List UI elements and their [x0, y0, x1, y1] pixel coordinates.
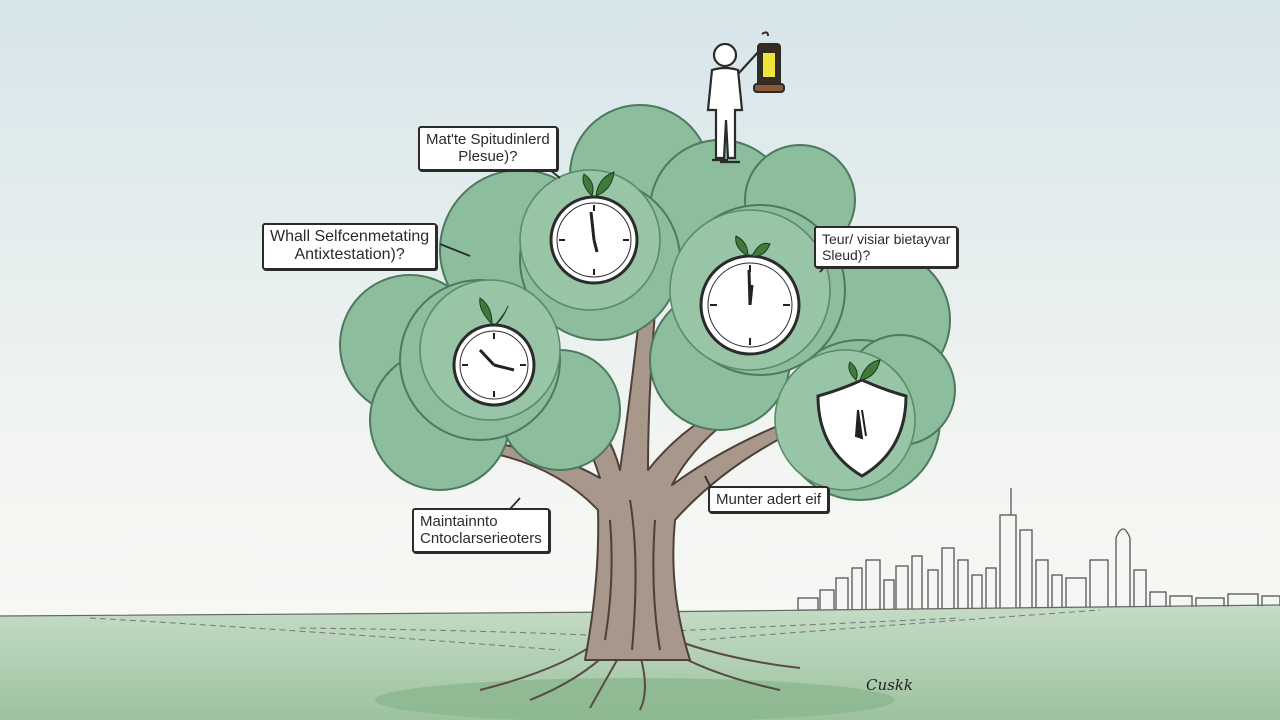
clock-icon — [452, 323, 536, 407]
road-lines — [89, 609, 1101, 651]
clock-icon — [699, 254, 801, 356]
callout-left: Whall Selfcenmetating Antixtestation)? — [262, 223, 438, 270]
ground — [0, 606, 1280, 720]
clock-icon — [549, 195, 639, 285]
callout-left-line2: Antixtestation)? — [294, 246, 405, 264]
callout-trunk-right-text: Munter adert eif — [716, 491, 822, 508]
callout-right-line1: Teur/ visiar bietayvar — [822, 231, 951, 247]
callout-right: Teur/ visiar bietayvar Sleud)? — [814, 226, 959, 269]
person-icon — [706, 42, 761, 164]
leaf-icon — [479, 297, 509, 326]
leaf-icon — [582, 171, 615, 197]
leaf-icon — [848, 359, 881, 381]
callout-top-line1: Mat'te Spitudinlerd — [426, 131, 550, 148]
callout-trunk-left-line1: Maintainnto — [420, 513, 498, 530]
leaf-icon — [735, 235, 771, 257]
callout-trunk-right: Munter adert eif — [708, 486, 830, 514]
tree-shadow — [375, 678, 895, 720]
callout-top: Mat'te Spitudinlerd Plesue)? — [418, 126, 558, 171]
callout-left-line1: Whall Selfcenmetating — [270, 228, 430, 245]
artist-signature: Cuskk — [866, 676, 914, 694]
callout-right-line2: Sleud)? — [822, 247, 871, 264]
callout-trunk-left: Maintainnto Cntoclarserieoters — [412, 508, 550, 553]
shield-icon — [816, 378, 908, 478]
lantern-icon — [753, 31, 785, 93]
callout-top-line2: Plesue)? — [458, 148, 518, 166]
callout-trunk-left-line2: Cntoclarserieoters — [420, 530, 542, 548]
